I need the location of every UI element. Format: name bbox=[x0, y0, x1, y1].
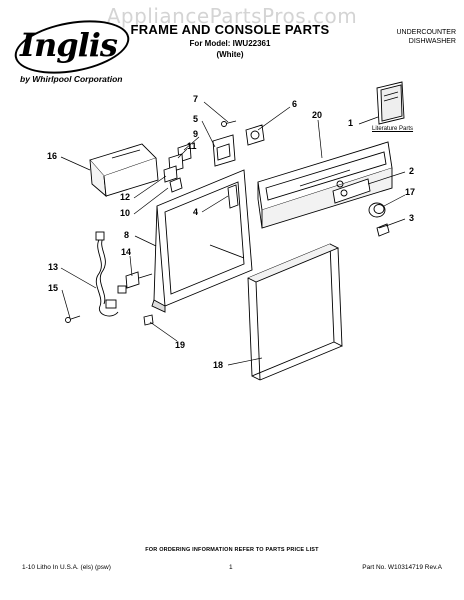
appliance-category: UNDERCOUNTER DISHWASHER bbox=[356, 28, 457, 46]
switch-assembly bbox=[163, 143, 192, 193]
callout-1: 1 bbox=[348, 118, 354, 128]
callout-13: 13 bbox=[48, 262, 59, 272]
callout-2: 2 bbox=[409, 166, 415, 176]
watermark: AppliancePartsPros.com bbox=[106, 4, 358, 28]
category-line-1: UNDERCOUNTER bbox=[396, 29, 457, 36]
door-frame bbox=[151, 169, 253, 313]
model-info: For Model: IWU22361 (White) bbox=[150, 38, 310, 60]
page-number: 1 bbox=[229, 564, 233, 571]
callout-17: 17 bbox=[405, 187, 416, 197]
callout-19: 19 bbox=[175, 340, 186, 350]
brand-logo: Inglis bbox=[20, 26, 118, 64]
callout-15: 15 bbox=[48, 283, 59, 293]
callout-8: 8 bbox=[124, 230, 130, 240]
connector bbox=[125, 271, 153, 289]
page-title: FRAME AND CONSOLE PARTS bbox=[130, 22, 330, 37]
part-number: Part No. W10314719 Rev.A bbox=[362, 564, 442, 571]
door-latch bbox=[245, 124, 265, 146]
brand-subtitle: by Whirlpool Corporation bbox=[20, 74, 123, 84]
callout-3: 3 bbox=[409, 213, 415, 223]
callout-6: 6 bbox=[292, 99, 298, 109]
callout-7: 7 bbox=[193, 94, 199, 104]
hinge-bracket bbox=[212, 134, 236, 167]
small-clip bbox=[376, 223, 390, 237]
door-panel bbox=[247, 243, 343, 381]
callout-16: 16 bbox=[47, 151, 58, 161]
color-line: (White) bbox=[216, 50, 244, 59]
callout-11: 11 bbox=[187, 141, 197, 151]
callout-14: 14 bbox=[121, 247, 132, 257]
panel-insert bbox=[332, 178, 371, 204]
screw bbox=[221, 120, 237, 127]
callout-9: 9 bbox=[193, 129, 199, 139]
leader-lines bbox=[60, 101, 406, 366]
harness-screw bbox=[65, 315, 81, 323]
model-line: For Model: IWU22361 bbox=[189, 39, 271, 48]
litho-info: 1-10 Litho In U.S.A. (els) (psw) bbox=[22, 564, 111, 571]
callout-18: 18 bbox=[213, 360, 224, 370]
callout-10: 10 bbox=[120, 208, 131, 218]
callout-20: 20 bbox=[312, 110, 323, 120]
literature-booklet bbox=[376, 81, 405, 125]
callout-4: 4 bbox=[193, 207, 199, 217]
wire-harness bbox=[95, 231, 127, 317]
category-line-2: DISHWASHER bbox=[408, 38, 456, 45]
ordering-info-note: FOR ORDERING INFORMATION REFER TO PARTS … bbox=[145, 547, 319, 553]
callout-5: 5 bbox=[193, 114, 199, 124]
literature-parts-label: Literature Parts bbox=[372, 126, 414, 132]
vent-shield bbox=[89, 143, 159, 198]
control-knob bbox=[368, 202, 386, 218]
callout-12: 12 bbox=[120, 192, 131, 202]
